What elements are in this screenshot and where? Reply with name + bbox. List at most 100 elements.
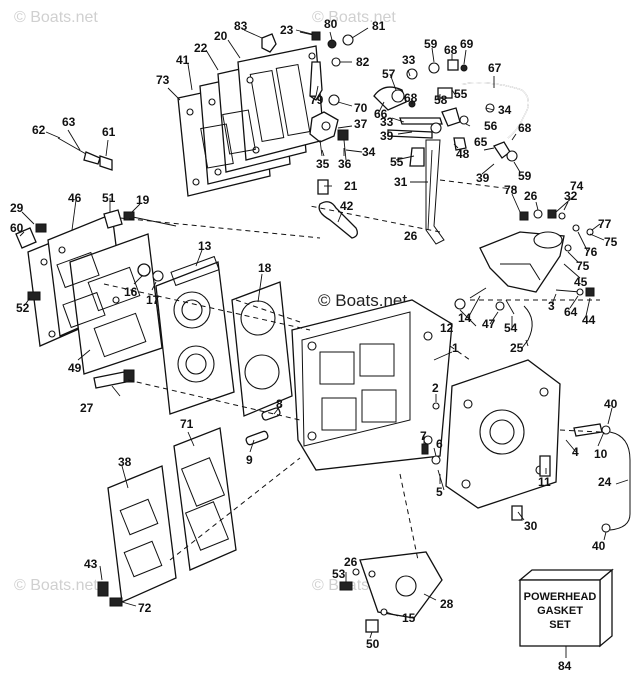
clip-83 bbox=[261, 33, 277, 53]
callout-37: 37 bbox=[354, 117, 368, 131]
stud-5 bbox=[437, 469, 445, 491]
clip-76 bbox=[572, 224, 580, 232]
sender-63 bbox=[83, 151, 101, 165]
nut-78 bbox=[519, 211, 529, 221]
nut-80 bbox=[327, 39, 337, 49]
callout-2: 2 bbox=[432, 381, 439, 395]
callout-55: 55 bbox=[454, 87, 468, 101]
fitting-21 bbox=[317, 179, 329, 195]
dowel-8 bbox=[261, 407, 281, 421]
callout-46: 46 bbox=[68, 191, 82, 205]
bolt-43 bbox=[97, 581, 109, 597]
bolt-44 bbox=[585, 287, 595, 297]
washer-26b bbox=[352, 568, 360, 576]
leader-lines bbox=[19, 27, 629, 639]
callout-18: 18 bbox=[258, 261, 272, 275]
watermark-bottom-left: © Boats.net bbox=[14, 577, 98, 594]
callout-33b: 33 bbox=[380, 115, 394, 129]
callout-54: 54 bbox=[504, 321, 518, 335]
hose-25 bbox=[521, 305, 533, 349]
bracket-55 bbox=[441, 107, 461, 127]
assembly-guides bbox=[103, 179, 601, 561]
hose-42 bbox=[318, 201, 358, 239]
choke-linkage bbox=[373, 68, 443, 167]
callout-55b: 55 bbox=[390, 155, 404, 169]
clip-69 bbox=[460, 64, 468, 72]
callout-41: 41 bbox=[176, 53, 190, 67]
intake-manifold bbox=[27, 213, 163, 375]
bolt-29 bbox=[35, 223, 47, 233]
bolt-3 bbox=[555, 289, 581, 293]
callout-11: 11 bbox=[538, 475, 551, 489]
callout-21: 21 bbox=[344, 179, 358, 193]
callout-25: 25 bbox=[510, 341, 524, 355]
callout-19: 19 bbox=[136, 193, 150, 207]
gasket-60 bbox=[15, 227, 37, 249]
dowel-9 bbox=[245, 430, 269, 446]
bracket-45 bbox=[479, 231, 565, 293]
callout-34b: 34 bbox=[362, 145, 376, 159]
gasket-17 bbox=[152, 270, 164, 282]
callout-58: 58 bbox=[434, 93, 448, 107]
pin-7 bbox=[421, 443, 429, 455]
callout-64: 64 bbox=[564, 305, 578, 319]
callout-14: 14 bbox=[458, 311, 472, 325]
callout-34: 34 bbox=[498, 103, 512, 117]
callout-75b: 75 bbox=[604, 235, 618, 249]
callout-1: 1 bbox=[452, 341, 459, 355]
callout-38: 38 bbox=[118, 455, 132, 469]
washer-26 bbox=[533, 209, 543, 219]
washer-59b bbox=[506, 150, 518, 162]
callout-71: 71 bbox=[180, 417, 194, 431]
callout-84: 84 bbox=[558, 659, 572, 673]
gasket-set-box: POWERHEAD GASKET SET bbox=[518, 568, 614, 658]
callout-78: 78 bbox=[504, 183, 518, 197]
sensor-61 bbox=[99, 155, 113, 171]
callout-22: 22 bbox=[194, 41, 208, 55]
callout-12: 12 bbox=[440, 321, 454, 335]
fitting-70 bbox=[328, 94, 340, 106]
watermark-top-left: © Boats.net bbox=[14, 9, 98, 26]
callout-4: 4 bbox=[572, 445, 579, 459]
gasket-71 bbox=[173, 427, 237, 571]
callout-68c: 68 bbox=[518, 121, 532, 135]
watermark-center: © Boats.net bbox=[318, 291, 407, 310]
callout-80: 80 bbox=[324, 17, 338, 31]
callout-8: 8 bbox=[276, 397, 283, 411]
washer-32 bbox=[558, 212, 566, 220]
callout-69: 69 bbox=[460, 37, 474, 51]
callout-42: 42 bbox=[340, 199, 354, 213]
rod-31 bbox=[425, 139, 445, 245]
cylinder-head-13 bbox=[155, 255, 235, 415]
gasket-set-line-1: POWERHEAD bbox=[524, 591, 597, 603]
callout-28: 28 bbox=[440, 597, 454, 611]
callout-17: 17 bbox=[146, 293, 160, 307]
clip-75 bbox=[564, 244, 572, 252]
callout-56: 56 bbox=[484, 119, 498, 133]
nut-50 bbox=[365, 619, 379, 633]
seal-6 bbox=[431, 455, 441, 465]
callout-30: 30 bbox=[524, 519, 538, 533]
bolt-30 bbox=[511, 505, 523, 521]
callout-51: 51 bbox=[102, 191, 116, 205]
callout-24: 24 bbox=[598, 475, 612, 489]
screw-23 bbox=[311, 31, 321, 41]
callout-15: 15 bbox=[402, 611, 416, 625]
callout-36: 36 bbox=[338, 157, 352, 171]
bolt-53 bbox=[339, 581, 353, 591]
callout-9: 9 bbox=[246, 453, 253, 467]
callout-49: 49 bbox=[68, 361, 82, 375]
linkage-cluster bbox=[309, 111, 349, 161]
callout-43: 43 bbox=[84, 557, 98, 571]
thermostat-16 bbox=[137, 263, 151, 277]
callout-73: 73 bbox=[156, 73, 170, 87]
clip-77 bbox=[586, 228, 594, 236]
callout-82: 82 bbox=[356, 55, 370, 69]
callout-44: 44 bbox=[582, 313, 596, 327]
bolt-11 bbox=[539, 455, 551, 477]
callout-numbers: 1 2 3 4 5 6 7 8 9 10 11 12 13 14 15 16 1… bbox=[10, 17, 618, 673]
clamp-40b bbox=[601, 523, 611, 533]
callout-20: 20 bbox=[214, 29, 228, 43]
bolt-52 bbox=[27, 291, 41, 301]
pin-2 bbox=[432, 402, 440, 410]
